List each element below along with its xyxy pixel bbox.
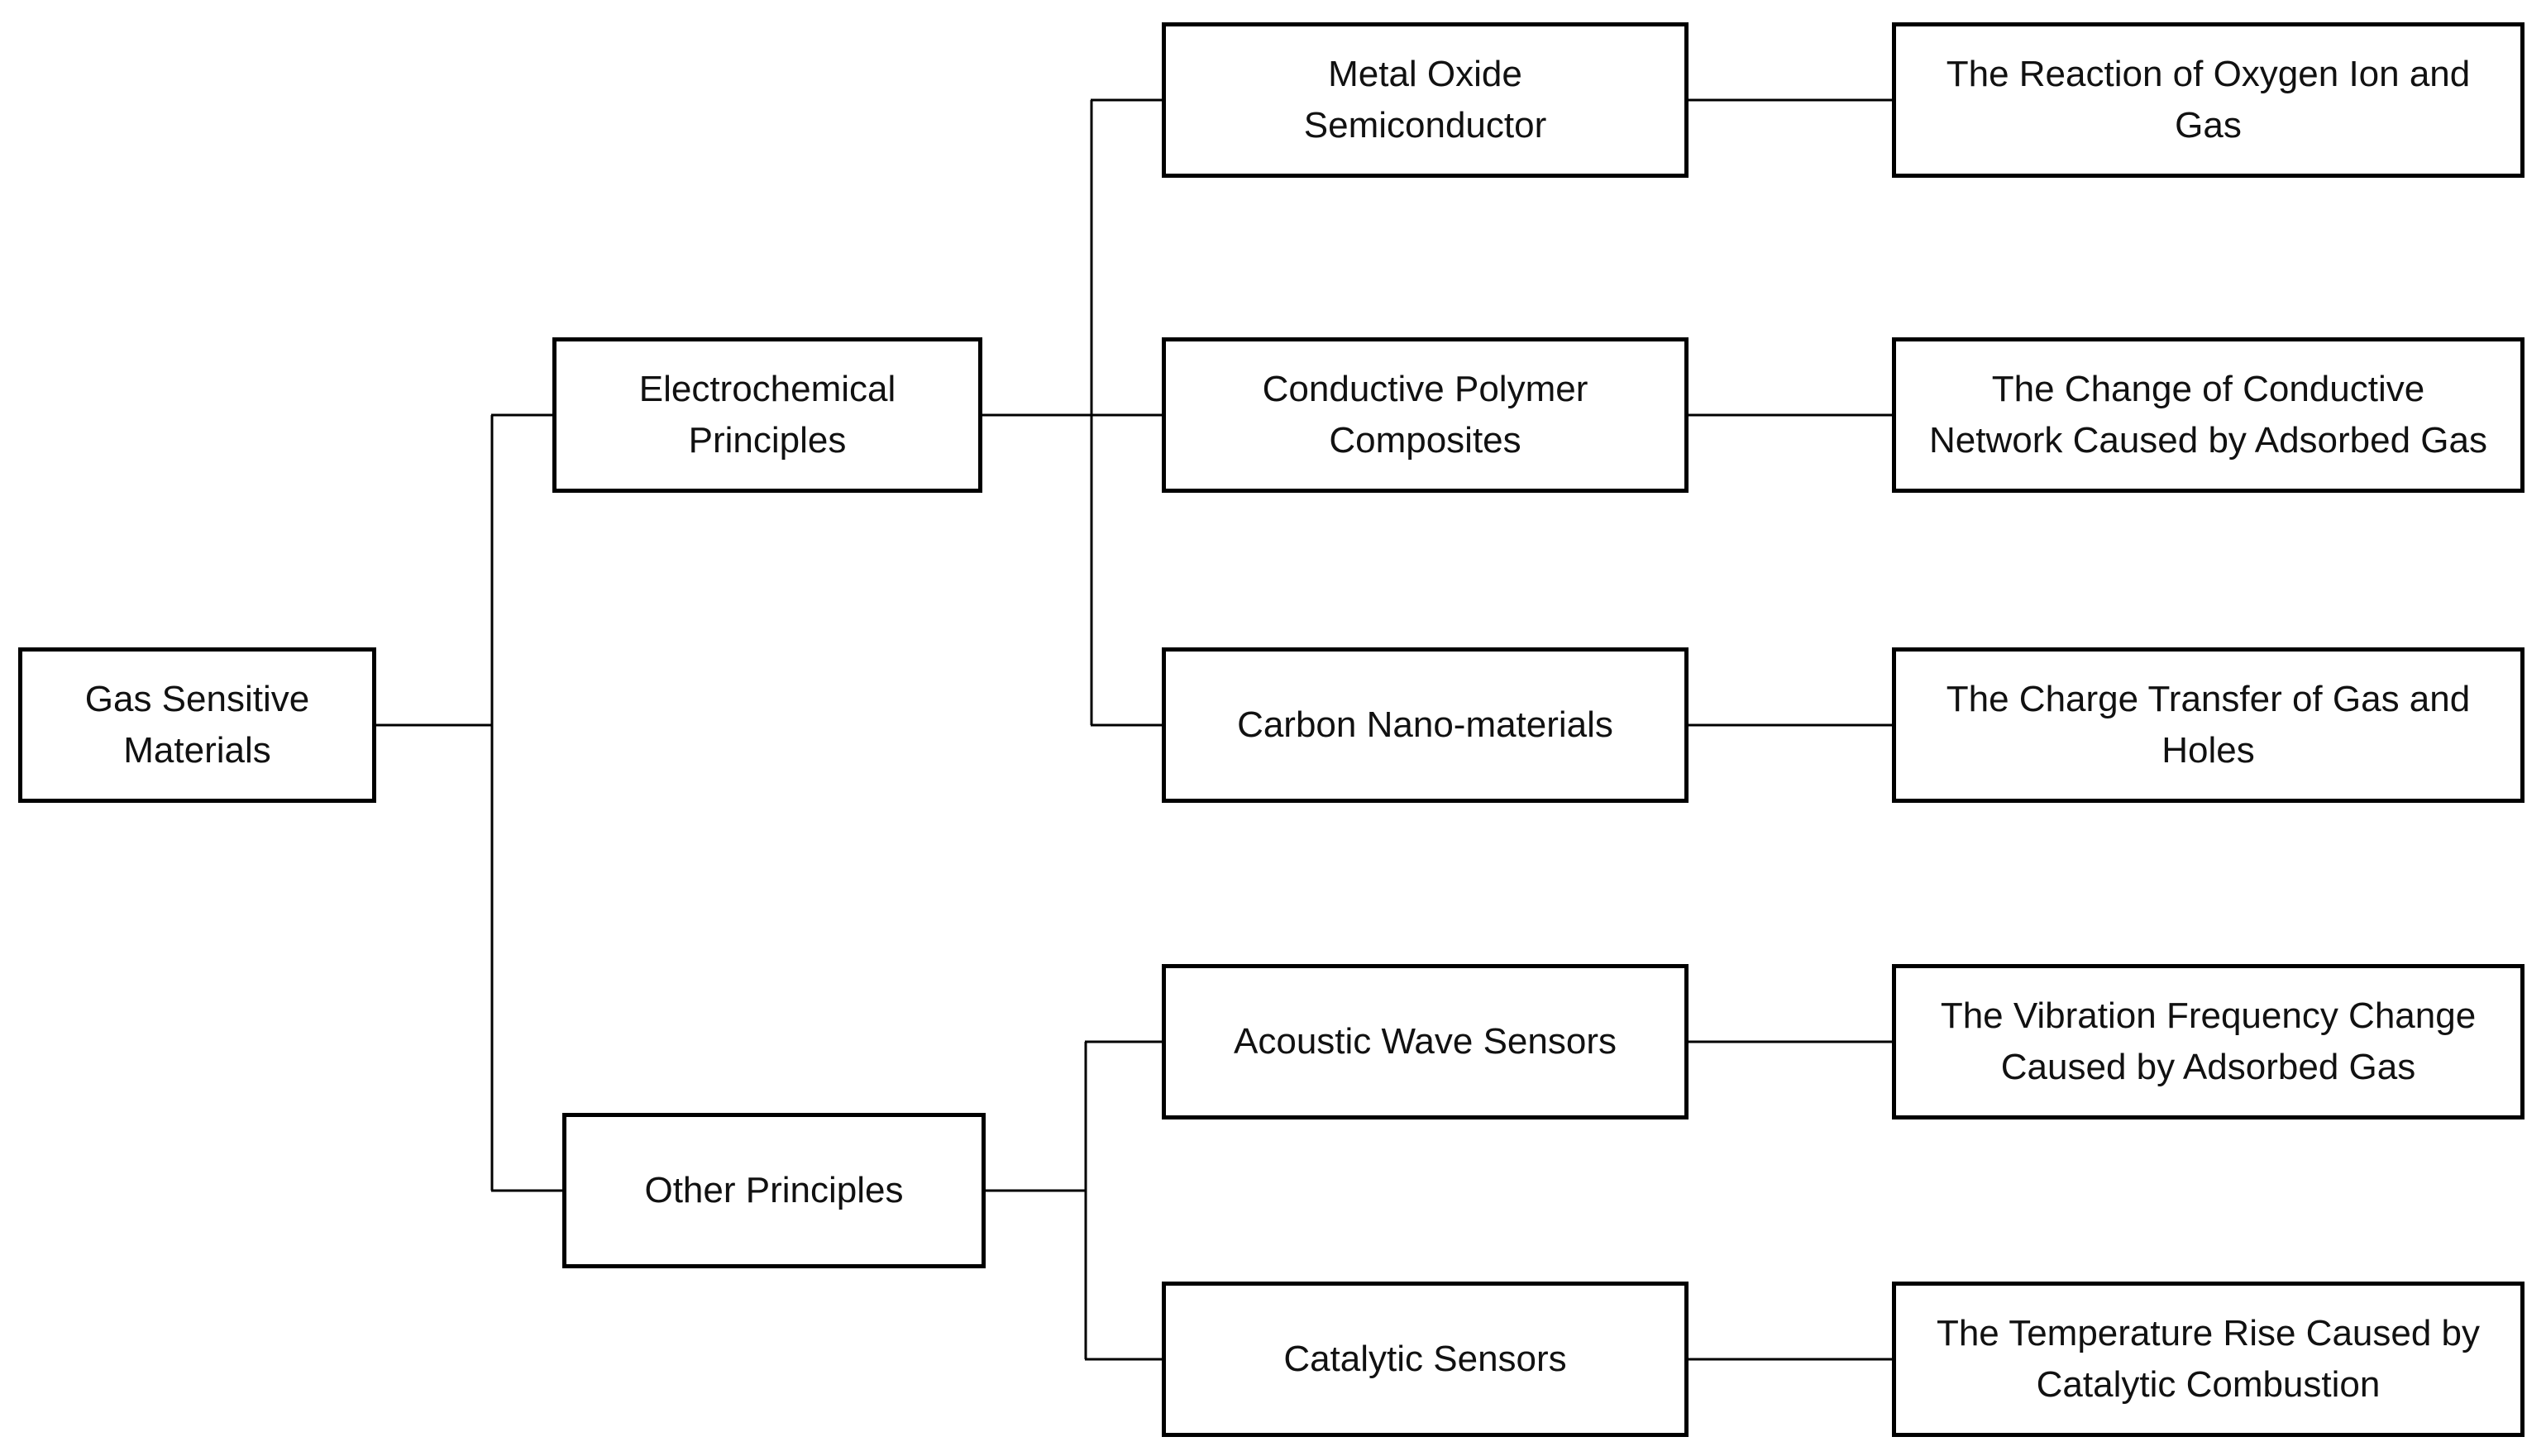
- node-label: Gas Sensitive Materials: [84, 678, 310, 771]
- node-label: The Change of Conductive Network Caused …: [1928, 368, 2488, 461]
- node-catalytic-sensors: Catalytic Sensors: [1162, 1282, 1689, 1437]
- node-acoustic-wave-sensors: Acoustic Wave Sensors: [1162, 964, 1689, 1119]
- node-vibration-frequency-change: The Vibration Frequency Change Caused by…: [1892, 964, 2525, 1119]
- node-gas-sensitive-materials: Gas Sensitive Materials: [18, 647, 376, 803]
- node-other-principles: Other Principles: [562, 1113, 986, 1268]
- node-conductive-polymer-composites: Conductive Polymer Composites: [1162, 337, 1689, 493]
- node-electrochemical-principles: Electrochemical Principles: [552, 337, 982, 493]
- node-label: Conductive Polymer Composites: [1262, 368, 1588, 461]
- node-label: Metal Oxide Semiconductor: [1303, 53, 1547, 146]
- node-reaction-of-oxygen-ion-and-gas: The Reaction of Oxygen Ion and Gas: [1892, 22, 2525, 178]
- node-metal-oxide-semiconductor: Metal Oxide Semiconductor: [1162, 22, 1689, 178]
- node-label: The Temperature Rise Caused by Catalytic…: [1936, 1312, 2481, 1405]
- node-label: The Charge Transfer of Gas and Holes: [1946, 678, 2471, 771]
- node-label: The Reaction of Oxygen Ion and Gas: [1946, 53, 2471, 146]
- node-change-of-conductive-network: The Change of Conductive Network Caused …: [1892, 337, 2525, 493]
- node-charge-transfer-of-gas-and-holes: The Charge Transfer of Gas and Holes: [1892, 647, 2525, 803]
- node-label: Acoustic Wave Sensors: [1234, 1020, 1617, 1062]
- node-label: Catalytic Sensors: [1283, 1338, 1567, 1379]
- node-label: The Vibration Frequency Change Caused by…: [1940, 995, 2477, 1087]
- node-temperature-rise-catalytic-combustion: The Temperature Rise Caused by Catalytic…: [1892, 1282, 2525, 1437]
- node-label: Carbon Nano-materials: [1237, 704, 1613, 745]
- node-carbon-nano-materials: Carbon Nano-materials: [1162, 647, 1689, 803]
- node-label: Other Principles: [644, 1169, 904, 1210]
- node-label: Electrochemical Principles: [638, 368, 896, 461]
